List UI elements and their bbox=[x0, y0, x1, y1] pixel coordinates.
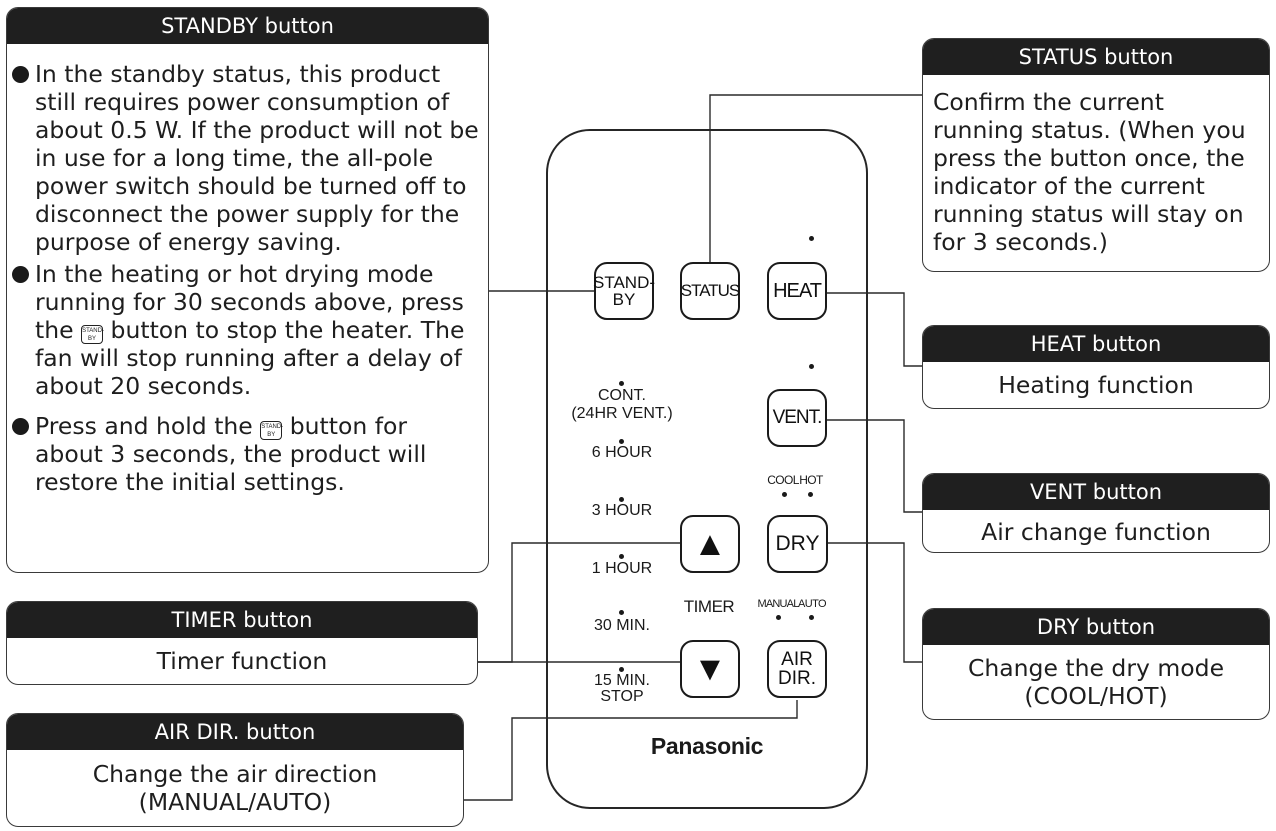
air-dir-callout-title: AIR DIR. button bbox=[7, 714, 463, 750]
30min-label: 30 MIN. bbox=[593, 617, 650, 634]
down-arrow-icon: ▼ bbox=[693, 649, 727, 688]
dry-callout-desc-2: (COOL/HOT) bbox=[1024, 682, 1168, 710]
cool-label: COOL bbox=[767, 473, 799, 487]
hot-indicator-dot bbox=[808, 492, 813, 497]
standby-callout-title: STANDBY button bbox=[7, 8, 488, 44]
dry-callout: DRY button Change the dry mode (COOL/HOT… bbox=[922, 608, 1270, 720]
timer-down-button[interactable]: ▼ bbox=[680, 640, 740, 698]
15min-indicator-dot bbox=[619, 667, 624, 672]
vent-callout: VENT button Air change function bbox=[922, 473, 1270, 553]
auto-label: AUTO bbox=[798, 598, 827, 610]
dry-callout-title: DRY button bbox=[923, 609, 1269, 645]
air-dir-callout: AIR DIR. button Change the air direction… bbox=[6, 713, 464, 827]
timer-callout: TIMER button Timer function bbox=[6, 601, 478, 685]
1hour-indicator-dot bbox=[619, 554, 624, 559]
6hour-indicator-dot bbox=[619, 439, 624, 444]
dry-callout-desc-1: Change the dry mode bbox=[967, 654, 1225, 682]
air-dir-callout-desc-2: (MANUAL/AUTO) bbox=[138, 788, 332, 816]
heat-button[interactable]: HEAT bbox=[767, 262, 827, 320]
status-callout-desc: Confirm the current running status. (Whe… bbox=[933, 88, 1246, 256]
up-arrow-icon: ▲ bbox=[693, 524, 727, 563]
air-dir-callout-desc-1: Change the air direction bbox=[92, 760, 378, 788]
3hour-indicator-dot bbox=[619, 497, 624, 502]
timer-callout-desc: Timer function bbox=[156, 647, 328, 675]
heat-callout: HEAT button Heating function bbox=[922, 325, 1270, 409]
heat-indicator-dot bbox=[809, 236, 814, 241]
standby-bullet-3: Press and hold the STAND-BY button for a… bbox=[11, 412, 482, 496]
timer-callout-title: TIMER button bbox=[7, 602, 477, 638]
1hour-label: 1 HOUR bbox=[591, 560, 653, 577]
cont-label: CONT. (24HR VENT.) bbox=[571, 387, 673, 422]
3hour-label: 3 HOUR bbox=[591, 502, 653, 519]
30min-indicator-dot bbox=[619, 610, 624, 615]
dry-button[interactable]: DRY bbox=[767, 515, 828, 573]
status-callout: STATUS button Confirm the current runnin… bbox=[922, 38, 1270, 272]
vent-button[interactable]: VENT. bbox=[767, 389, 827, 447]
standby-bullet-2: In the heating or hot drying mode runnin… bbox=[11, 260, 482, 400]
standby-bullet-1: In the standby status, this product stil… bbox=[11, 60, 482, 256]
timer-label: TIMER bbox=[683, 597, 735, 616]
status-button[interactable]: STATUS bbox=[680, 262, 740, 320]
vent-callout-desc: Air change function bbox=[981, 518, 1211, 546]
manual-label: MANUAL bbox=[757, 598, 799, 610]
cool-indicator-dot bbox=[782, 492, 787, 497]
timer-up-button[interactable]: ▲ bbox=[680, 515, 740, 573]
panasonic-logo: Panasonic bbox=[650, 733, 764, 759]
standby-callout: STANDBY button In the standby status, th… bbox=[6, 7, 489, 573]
6hour-label: 6 HOUR bbox=[591, 444, 653, 461]
remote-control bbox=[546, 129, 868, 809]
auto-indicator-dot bbox=[809, 615, 814, 620]
heat-callout-title: HEAT button bbox=[923, 326, 1269, 362]
vent-callout-title: VENT button bbox=[923, 474, 1269, 510]
status-callout-title: STATUS button bbox=[923, 39, 1269, 75]
manual-indicator-dot bbox=[776, 615, 781, 620]
vent-indicator-dot bbox=[809, 364, 814, 369]
standby-button[interactable]: STAND-BY bbox=[593, 262, 655, 320]
standby-mini-icon: STAND-BY bbox=[260, 421, 283, 440]
hot-label: HOT bbox=[799, 473, 823, 487]
standby-mini-icon: STAND-BY bbox=[81, 325, 104, 344]
heat-callout-desc: Heating function bbox=[998, 371, 1194, 399]
15min-label: 15 MIN. STOP bbox=[593, 672, 650, 705]
cont-indicator-dot bbox=[619, 381, 624, 386]
